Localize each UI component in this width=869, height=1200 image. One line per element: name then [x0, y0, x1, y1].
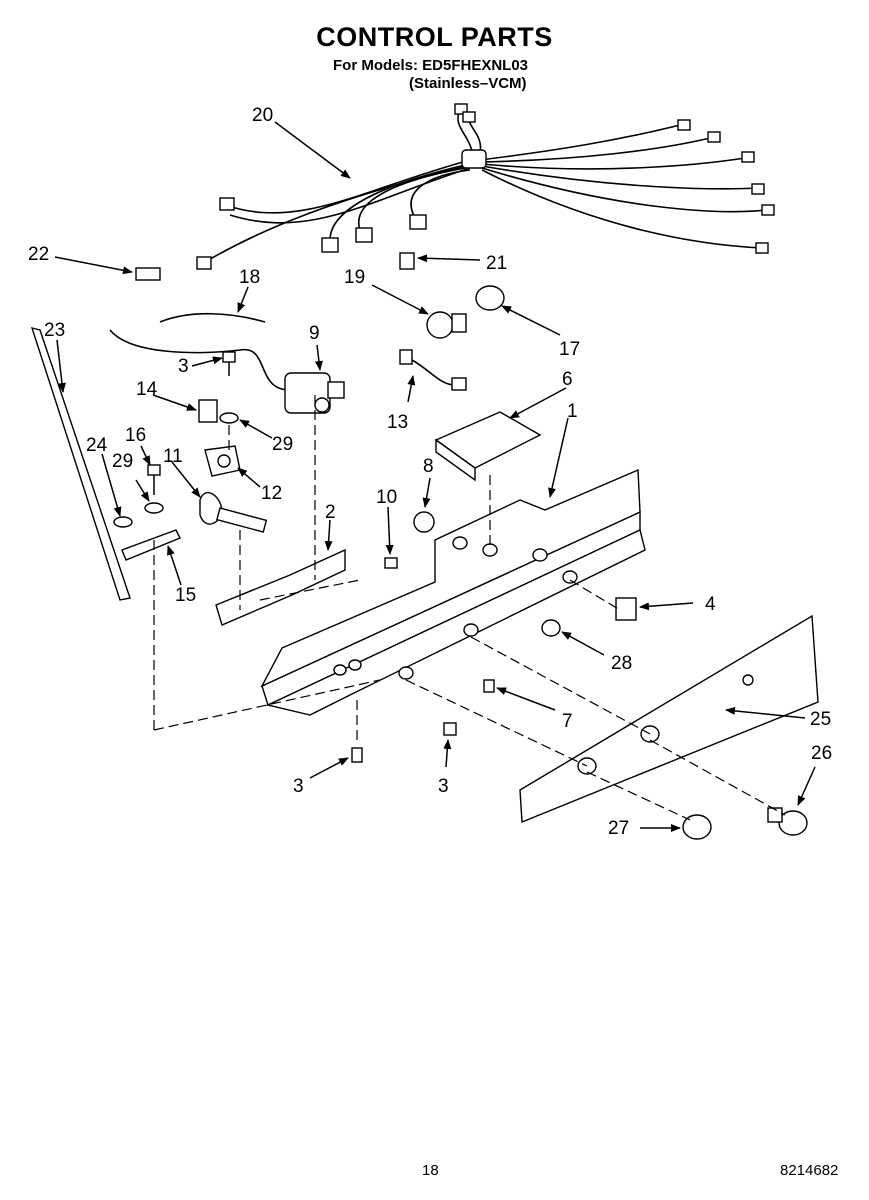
callout-29-left: 29: [112, 451, 133, 472]
alignment-lines: [153, 395, 786, 821]
callout-24: 24: [86, 435, 108, 456]
small-parts: [30, 252, 637, 763]
callout-27: 27: [608, 818, 629, 839]
page-number: 18: [422, 1162, 439, 1179]
document-number: 8214682: [780, 1162, 839, 1179]
callout-2: 2: [325, 502, 336, 523]
callout-13: 13: [387, 412, 408, 433]
callout-23: 23: [44, 320, 65, 341]
callout-6: 6: [562, 369, 573, 390]
models-line: For Models: ED5FHEXNL03: [333, 57, 529, 74]
callout-15: 15: [175, 585, 196, 606]
callout-19: 19: [344, 267, 365, 288]
callout-25: 25: [810, 709, 831, 730]
variant-line: (Stainless–VCM): [409, 75, 527, 92]
control-housing: [260, 468, 646, 716]
callout-numbers: 20 22 21 18 19 17 23 9 3 6 14 13 1 16 29…: [28, 105, 832, 839]
callout-18: 18: [239, 267, 260, 288]
callout-12: 12: [261, 483, 282, 504]
callout-10: 10: [376, 487, 397, 508]
callout-14: 14: [136, 379, 158, 400]
control-panel: [519, 614, 819, 840]
callout-11: 11: [163, 446, 183, 467]
page-title: CONTROL PARTS: [316, 22, 553, 52]
callout-3-bottom-left: 3: [293, 776, 304, 797]
callout-29-right: 29: [272, 434, 293, 455]
callout-28: 28: [611, 653, 632, 674]
callout-3-bottom-right: 3: [438, 776, 449, 797]
wire-harness: [196, 103, 775, 270]
leader-arrows: [54, 121, 816, 832]
callout-22: 22: [28, 244, 49, 265]
callout-17: 17: [559, 339, 580, 360]
callout-7: 7: [562, 711, 573, 732]
callout-3-top: 3: [178, 356, 189, 377]
callout-26: 26: [811, 743, 832, 764]
callout-1: 1: [567, 401, 578, 422]
callout-8: 8: [423, 456, 434, 477]
callout-20: 20: [252, 105, 273, 126]
callout-16: 16: [125, 425, 146, 446]
callout-4: 4: [705, 594, 716, 615]
callout-9: 9: [309, 323, 320, 344]
callout-21: 21: [486, 253, 507, 274]
